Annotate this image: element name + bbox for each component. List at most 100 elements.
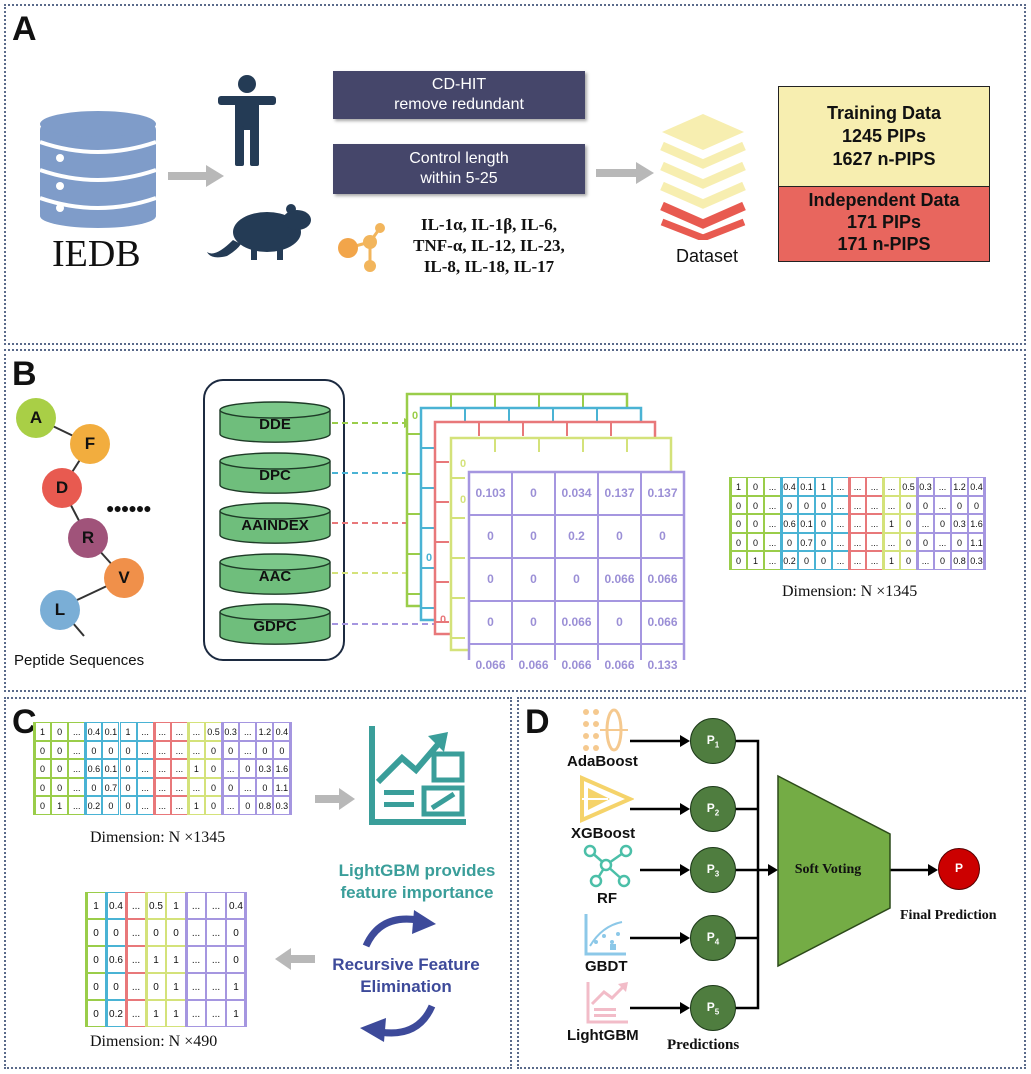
front-matrix-cell: 0.066 bbox=[604, 658, 635, 672]
matrix-cell: ... bbox=[934, 477, 951, 496]
panel-d-label: D bbox=[525, 703, 550, 741]
matrix-cell: ... bbox=[883, 477, 900, 496]
matrix-cell: ... bbox=[764, 532, 781, 552]
matrix-cell: 0 bbox=[102, 796, 120, 815]
matrix-cell: ... bbox=[126, 946, 146, 973]
indep-title: Independent Data bbox=[808, 190, 960, 210]
final-prediction-label: Final Prediction bbox=[900, 908, 997, 923]
matrix-cell: 0 bbox=[85, 777, 103, 797]
front-matrix-cell: 0 bbox=[530, 486, 537, 500]
matrix-cell: ... bbox=[866, 532, 883, 552]
front-matrix-cell: 0 bbox=[530, 572, 537, 586]
residue-l-node bbox=[40, 590, 80, 630]
matrix-cell: 0 bbox=[86, 946, 106, 973]
molecule-icon bbox=[338, 223, 385, 272]
soft-voting-label: Soft Voting bbox=[794, 862, 862, 877]
matrix-cell: 0 bbox=[34, 759, 52, 778]
lightgbm-importance-text: LightGBM provides feature importance bbox=[327, 860, 507, 904]
matrix-group-separator bbox=[84, 722, 88, 815]
front-matrix-cell: 0.066 bbox=[475, 658, 506, 672]
matrix-cell: 1 bbox=[119, 722, 137, 741]
matrix-cell: 0 bbox=[119, 777, 137, 797]
matrix-cell: ... bbox=[206, 1000, 226, 1027]
matrix-cell: ... bbox=[153, 740, 171, 760]
matrix-cell: ... bbox=[849, 477, 866, 496]
matrix-cell: 0 bbox=[815, 551, 832, 570]
matrix-cell: 0 bbox=[730, 551, 747, 570]
front-matrix-cell: 0 bbox=[487, 572, 494, 586]
matrix-cell: 1 bbox=[51, 796, 69, 815]
matrix-cell: 0 bbox=[222, 777, 240, 797]
matrix-cell: 1 bbox=[730, 477, 747, 496]
matrix-cell: ... bbox=[206, 973, 226, 1000]
matrix-cell: 0 bbox=[798, 495, 815, 515]
panel-c-frame bbox=[4, 697, 512, 1069]
matrix-cell: ... bbox=[239, 777, 257, 797]
matrix-cell: 0 bbox=[119, 759, 137, 778]
matrix-cell: 0 bbox=[205, 796, 223, 815]
matrix-cell: ... bbox=[849, 495, 866, 515]
rat-icon bbox=[207, 204, 311, 260]
rfe-line1: Recursive Feature bbox=[332, 955, 480, 974]
matrix-cell: 0 bbox=[900, 514, 917, 533]
front-matrix-cell: 0.066 bbox=[561, 615, 592, 629]
matrix-cell: 0 bbox=[106, 919, 126, 946]
matrix-cell: 0 bbox=[747, 477, 764, 496]
pred-node-1 bbox=[690, 718, 736, 764]
pred-letter-2: P bbox=[706, 801, 715, 815]
layer-zero-label: 0 bbox=[411, 410, 419, 422]
matrix-cell: ... bbox=[187, 740, 205, 760]
matrix-cell: 0 bbox=[166, 919, 186, 946]
matrix-cell: 1 bbox=[747, 551, 764, 570]
matrix-cell: 0.5 bbox=[205, 722, 223, 741]
matrix-cell: ... bbox=[170, 796, 188, 815]
matrix-cell: ... bbox=[153, 777, 171, 797]
matrix-cell: ... bbox=[153, 796, 171, 815]
arrow-a1-icon bbox=[168, 165, 224, 187]
matrix-cell: ... bbox=[832, 532, 849, 552]
matrix-cell: 0 bbox=[781, 532, 798, 552]
matrix-cell: ... bbox=[68, 740, 86, 760]
training-data-box: Training Data 1245 PIPs 1627 n-PIPS bbox=[778, 86, 990, 186]
matrix-cell: 0 bbox=[900, 532, 917, 552]
matrix-edge bbox=[33, 722, 36, 815]
matrix-cell: 0 bbox=[34, 796, 52, 815]
encoding-aac: AAC bbox=[258, 568, 292, 585]
matrix-cell: 1 bbox=[166, 973, 186, 1000]
matrix-cell: ... bbox=[136, 740, 154, 760]
matrix-group-separator bbox=[186, 722, 190, 815]
residue-d-label: D bbox=[55, 478, 69, 497]
matrix-cell: 0.1 bbox=[102, 759, 120, 778]
matrix-cell: 1 bbox=[34, 722, 52, 741]
matrix-cell: 0 bbox=[119, 740, 137, 760]
matrix-cell: 1 bbox=[146, 946, 166, 973]
matrix-cell: 0 bbox=[119, 796, 137, 815]
matrix-cell: 0.6 bbox=[781, 514, 798, 533]
matrix-cell: 0.2 bbox=[85, 796, 103, 815]
layer-zero-label: 0 bbox=[439, 614, 447, 626]
lgbm-line2: feature importance bbox=[340, 883, 494, 902]
front-matrix-cell: 0.066 bbox=[647, 572, 678, 586]
pred-sub-4: 4 bbox=[714, 937, 720, 947]
matrix-cell: 0 bbox=[917, 495, 934, 515]
front-matrix-cell: 0.066 bbox=[604, 572, 635, 586]
matrix-group-separator bbox=[145, 892, 148, 1027]
matrix-cell: 0 bbox=[900, 551, 917, 570]
matrix-cell: ... bbox=[187, 777, 205, 797]
matrix-cell: ... bbox=[222, 759, 240, 778]
rfe-line2: Elimination bbox=[360, 977, 452, 996]
matrix-cell: 0 bbox=[934, 514, 951, 533]
front-matrix-cell: 0 bbox=[530, 615, 537, 629]
pred-sub-1: 1 bbox=[714, 740, 720, 750]
peptide-chain-links bbox=[35, 417, 125, 637]
front-matrix-cell: 0 bbox=[530, 529, 537, 543]
matrix-cell: 0 bbox=[951, 495, 968, 515]
matrix-cell: 0 bbox=[815, 532, 832, 552]
matrix-cell: 0 bbox=[106, 973, 126, 1000]
matrix-group-separator bbox=[221, 722, 225, 815]
cytokine-line1: IL-1α, IL-1β, IL-6, bbox=[420, 215, 558, 234]
matrix-cell: ... bbox=[186, 892, 206, 919]
dimension-c-reduced: Dimension: N ×490 bbox=[90, 1033, 218, 1050]
pred-label-2: P2 bbox=[690, 801, 736, 817]
